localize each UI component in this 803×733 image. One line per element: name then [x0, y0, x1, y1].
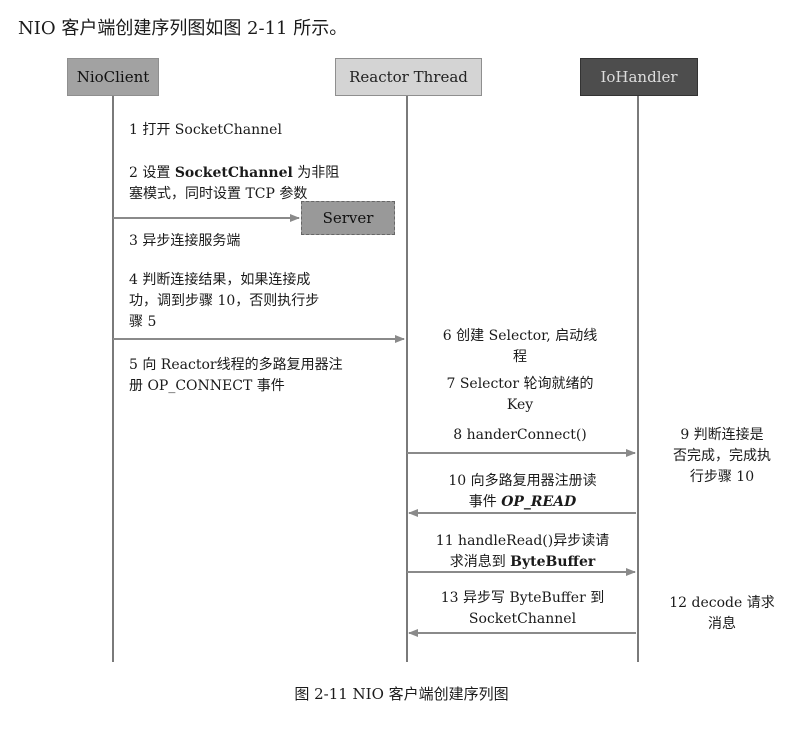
step-4-line-3: 骤 5	[129, 314, 157, 330]
step-11-bytebuffer: ByteBuffer	[510, 554, 596, 570]
lifeline-iohandler	[637, 96, 639, 662]
step-11-text-b: 求消息到	[449, 554, 511, 570]
step-2-text-d: 塞模式，同时设置 TCP 参数	[129, 186, 308, 202]
step-13-line-1: 13 异步写 ByteBuffer 到	[440, 590, 605, 606]
participant-iohandler: IoHandler	[580, 58, 698, 96]
step-1: 1 打开 SocketChannel	[129, 122, 282, 138]
step-10-text-b: 事件	[468, 494, 502, 510]
lifeline-nioclient	[112, 96, 114, 662]
participant-reactor-thread: Reactor Thread	[335, 58, 482, 96]
step-9: 9 判断连接是 否完成，完成执 行步骤 10	[652, 425, 792, 488]
step-7-line-1: 7 Selector 轮询就绪的	[446, 376, 594, 392]
server-box: Server	[301, 201, 395, 235]
step-4-line-1: 4 判断连接结果，如果连接成	[129, 272, 311, 288]
step-7-line-2: Key	[506, 397, 534, 413]
step-7: 7 Selector 轮询就绪的 Key	[420, 374, 620, 416]
step-11: 11 handleRead()异步读请 求消息到 ByteBuffer	[415, 531, 630, 573]
step-12-line-2: 消息	[708, 616, 736, 632]
step-13: 13 异步写 ByteBuffer 到 SocketChannel	[415, 588, 630, 630]
step-5-line-2: 册 OP_CONNECT 事件	[129, 378, 285, 394]
step-6-line-2: 程	[513, 349, 527, 365]
step-2-text-c: 为非阻	[292, 165, 340, 181]
step-10-line-1: 10 向多路复用器注册读	[448, 473, 597, 489]
step-4: 4 判断连接结果，如果连接成 功，调到步骤 10，否则执行步 骤 5	[129, 270, 319, 333]
step-13-line-2: SocketChannel	[468, 611, 577, 627]
step-6-line-1: 6 创建 Selector, 启动线	[442, 328, 598, 344]
step-10-op-read: OP_READ	[501, 494, 577, 510]
step-5: 5 向 Reactor线程的多路复用器注 册 OP_CONNECT 事件	[129, 355, 343, 397]
step-8: 8 handerConnect()	[453, 427, 587, 443]
step-12: 12 decode 请求 消息	[652, 593, 792, 635]
figure-caption: 图 2-11 NIO 客户端创建序列图	[294, 685, 509, 703]
step-5-line-1: 5 向 Reactor线程的多路复用器注	[129, 357, 343, 373]
step-10: 10 向多路复用器注册读 事件 OP_READ	[415, 471, 630, 513]
step-11-line-1: 11 handleRead()异步读请	[435, 533, 610, 549]
step-9-line-2: 否完成，完成执	[673, 448, 771, 464]
step-9-line-1: 9 判断连接是	[680, 427, 764, 443]
step-12-line-1: 12 decode 请求	[669, 595, 775, 611]
step-2-text-a: 2 设置	[129, 165, 175, 181]
step-2-socketchannel: SocketChannel	[174, 165, 293, 181]
step-4-line-2: 功，调到步骤 10，否则执行步	[129, 293, 320, 309]
participant-nioclient: NioClient	[67, 58, 159, 96]
lifeline-reactor-thread	[406, 96, 408, 662]
step-6: 6 创建 Selector, 启动线 程	[420, 326, 620, 368]
intro-text: NIO 客户端创建序列图如图 2-11 所示。	[18, 18, 348, 39]
step-3: 3 异步连接服务端	[129, 233, 241, 249]
step-2: 2 设置 SocketChannel 为非阻 塞模式，同时设置 TCP 参数	[129, 163, 339, 205]
step-9-line-3: 行步骤 10	[689, 469, 755, 485]
